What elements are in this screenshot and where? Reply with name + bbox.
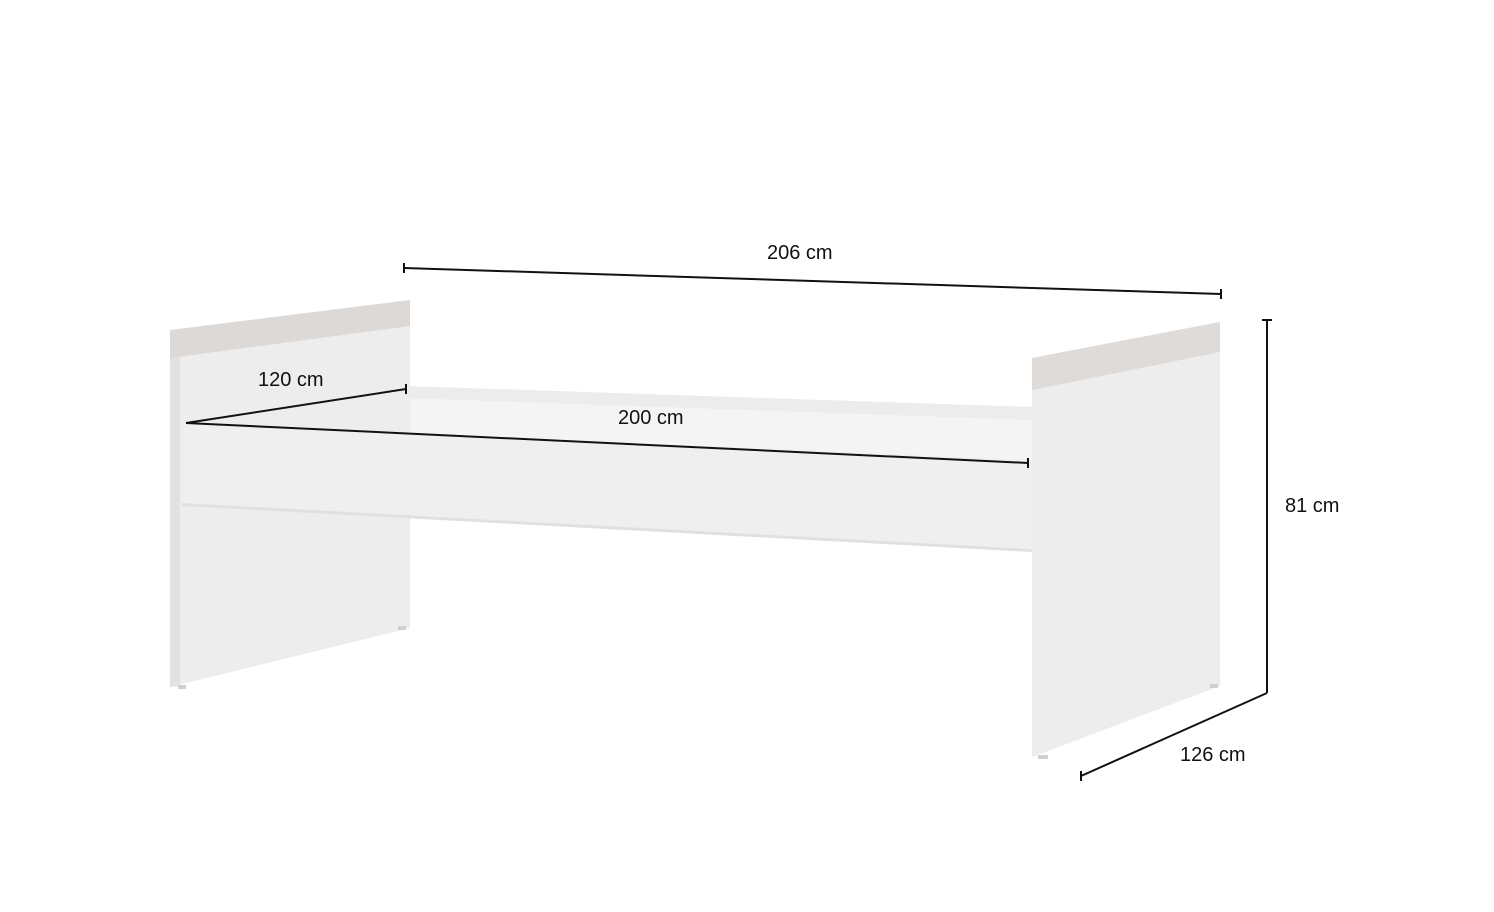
foot [398, 626, 406, 630]
dim-line-206 [403, 267, 1222, 295]
foot [1038, 755, 1048, 759]
dim-line-200 [185, 422, 1029, 464]
label-height: 81 cm [1285, 495, 1340, 517]
footboard-panel [1032, 322, 1220, 757]
dim-line-120 [185, 388, 407, 424]
front-rail-bottom [182, 503, 1032, 552]
headboard-edge [170, 329, 180, 687]
label-overall-width: 126 cm [1180, 744, 1246, 766]
label-mattress-length: 200 cm [618, 407, 684, 429]
foot [1210, 684, 1218, 688]
front-rail [182, 423, 1032, 549]
dim-line-126 [1080, 692, 1268, 777]
back-rail [406, 386, 1032, 420]
foot [178, 685, 186, 689]
label-mattress-width: 120 cm [258, 369, 324, 391]
label-overall-length: 206 cm [767, 242, 833, 264]
headboard-top-strip [170, 300, 410, 358]
footboard-top-strip [1032, 322, 1220, 390]
